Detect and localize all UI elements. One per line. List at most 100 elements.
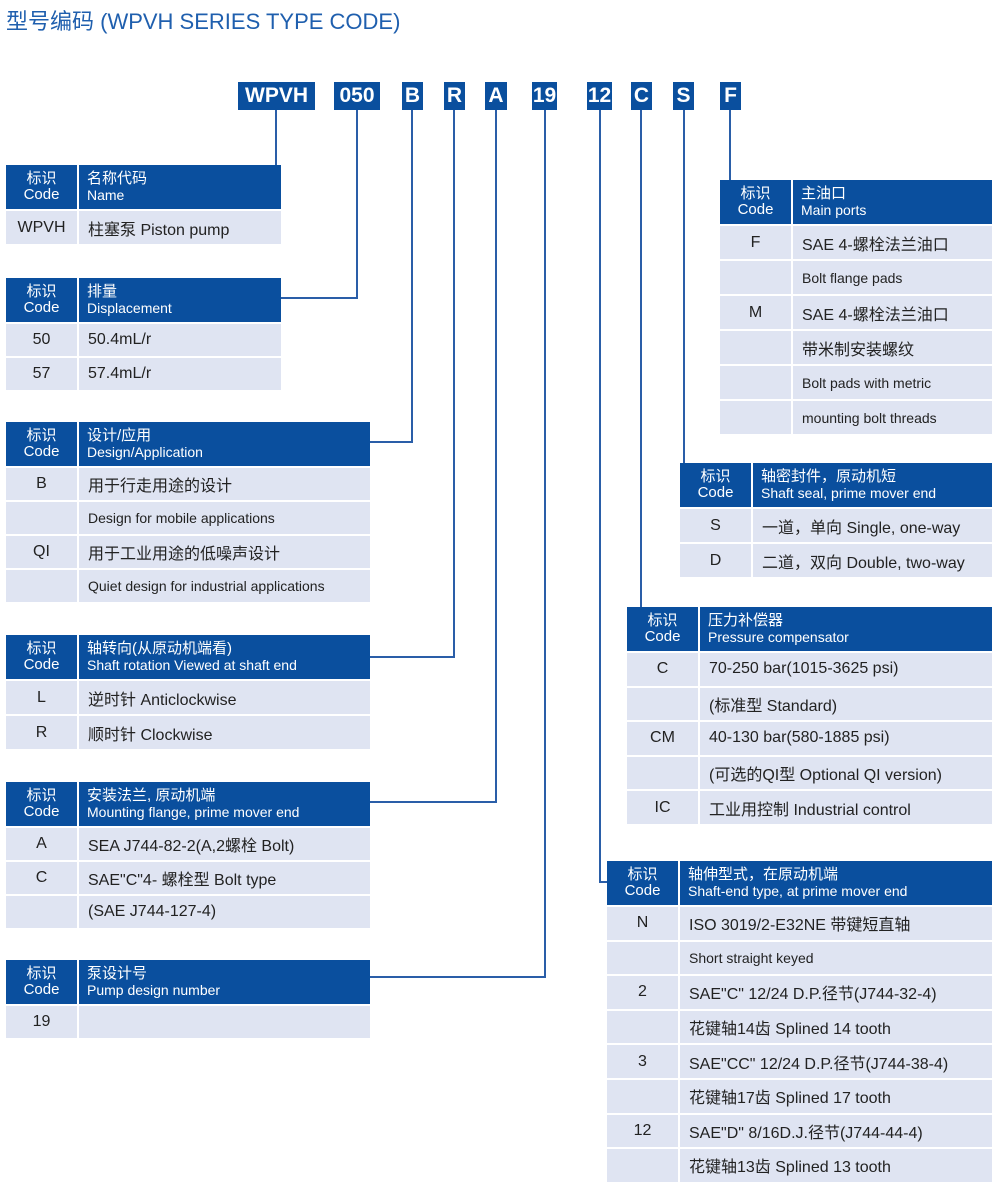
row-description: mounting bolt threads — [802, 409, 937, 426]
row-description: SAE"C" 12/24 D.P.径节(J744-32-4) — [689, 986, 937, 1004]
row-description: 二道，双向 Double, two-way — [762, 554, 965, 572]
row-description: SAE 4-螺栓法兰油口 — [802, 236, 949, 254]
row-description: 花键轴17齿 Splined 17 tooth — [689, 1090, 891, 1108]
title-header-cn: 轴转向(从原动机端看) — [87, 640, 232, 657]
code-segment-5: 19 — [532, 82, 557, 110]
row-code: 12 — [607, 1114, 680, 1148]
code-segment-3: R — [444, 82, 465, 110]
table-row: F SAE 4-螺栓法兰油口 — [720, 226, 992, 259]
row-description: 57.4mL/r — [88, 365, 152, 382]
table-row: 花键轴13齿 Splined 13 tooth — [607, 1149, 992, 1182]
row-code: A — [6, 828, 79, 860]
title-column-header: 轴转向(从原动机端看)Shaft rotation Viewed at shaf… — [79, 635, 297, 679]
code-header-cn: 标识 — [26, 283, 57, 300]
code-segment-9: F — [720, 82, 741, 110]
code-header-en: Code — [23, 803, 60, 820]
row-code: R — [6, 716, 79, 749]
row-description: SAE"D" 8/16D.J.径节(J744-44-4) — [689, 1124, 923, 1142]
code-header-en: Code — [697, 484, 734, 501]
title-header-en: Shaft seal, prime mover end — [761, 485, 937, 501]
title-header-en: Mounting flange, prime mover end — [87, 804, 300, 820]
code-header-en: Code — [624, 882, 661, 899]
table-row: 12 SAE"D" 8/16D.J.径节(J744-44-4) — [607, 1114, 992, 1148]
row-description: Bolt flange pads — [802, 269, 903, 286]
row-code: 2 — [607, 976, 680, 1009]
row-description: 逆时针 Anticlockwise — [88, 691, 237, 709]
row-description: ISO 3019/2-E32NE 带键短直轴 — [689, 917, 911, 935]
row-description: SEA J744-82-2(A,2螺栓 Bolt) — [88, 838, 295, 855]
table-row: 花键轴14齿 Splined 14 tooth — [607, 1010, 992, 1044]
row-description: 70-250 bar(1015-3625 psi) — [709, 660, 899, 678]
row-code: C — [6, 862, 79, 894]
code-header-cn: 标识 — [26, 787, 57, 804]
code-segment-4: A — [485, 82, 507, 110]
row-description: 用于行走用途的设计 — [88, 478, 233, 495]
title-header-en: Name — [87, 187, 125, 203]
row-code — [607, 941, 680, 975]
row-description: 柱塞泵 Piston pump — [88, 221, 230, 239]
row-description: 40-130 bar(580-1885 psi) — [709, 729, 890, 747]
row-code: L — [6, 681, 79, 714]
connector-19 — [370, 110, 546, 978]
row-code: F — [720, 226, 793, 259]
row-code — [627, 756, 700, 790]
table-row: Bolt pads with metric — [720, 366, 992, 399]
title-header-cn: 安装法兰, 原动机端 — [87, 787, 216, 804]
row-description: Design for mobile applications — [88, 510, 275, 526]
table-row: C 70-250 bar(1015-3625 psi) — [627, 653, 992, 686]
row-description: 带米制安装螺纹 — [802, 341, 915, 359]
code-header-en: Code — [23, 443, 60, 460]
page-title: 型号编码 (WPVH SERIES TYPE CODE) — [6, 9, 401, 34]
code-header-en: Code — [737, 201, 774, 218]
title-header-cn: 泵设计号 — [87, 965, 148, 982]
row-code: IC — [627, 791, 700, 824]
code-header-cn: 标识 — [627, 866, 658, 883]
row-description: Short straight keyed — [689, 949, 814, 966]
title-header-en: Main ports — [801, 202, 867, 218]
table-row: Bolt flange pads — [720, 261, 992, 294]
row-description — [79, 1006, 88, 1038]
title-header-en: Design/Application — [87, 444, 203, 460]
connector-a — [370, 110, 497, 803]
code-header-en: Code — [23, 299, 60, 316]
code-segment-1: 050 — [334, 82, 380, 110]
code-segment-2: B — [402, 82, 423, 110]
table-row: (标准型 Standard) — [627, 687, 992, 721]
code-header-en: Code — [23, 656, 60, 673]
row-code — [720, 331, 793, 364]
row-code — [6, 896, 79, 928]
connector-12 — [599, 110, 607, 883]
row-description: Quiet design for industrial applications — [88, 578, 325, 594]
title-header-cn: 轴伸型式，在原动机端 — [688, 866, 839, 883]
row-description: 顺时针 Clockwise — [88, 726, 213, 744]
row-code: C — [627, 653, 700, 686]
row-code: QI — [6, 536, 79, 568]
code-header-cn: 标识 — [740, 185, 771, 202]
